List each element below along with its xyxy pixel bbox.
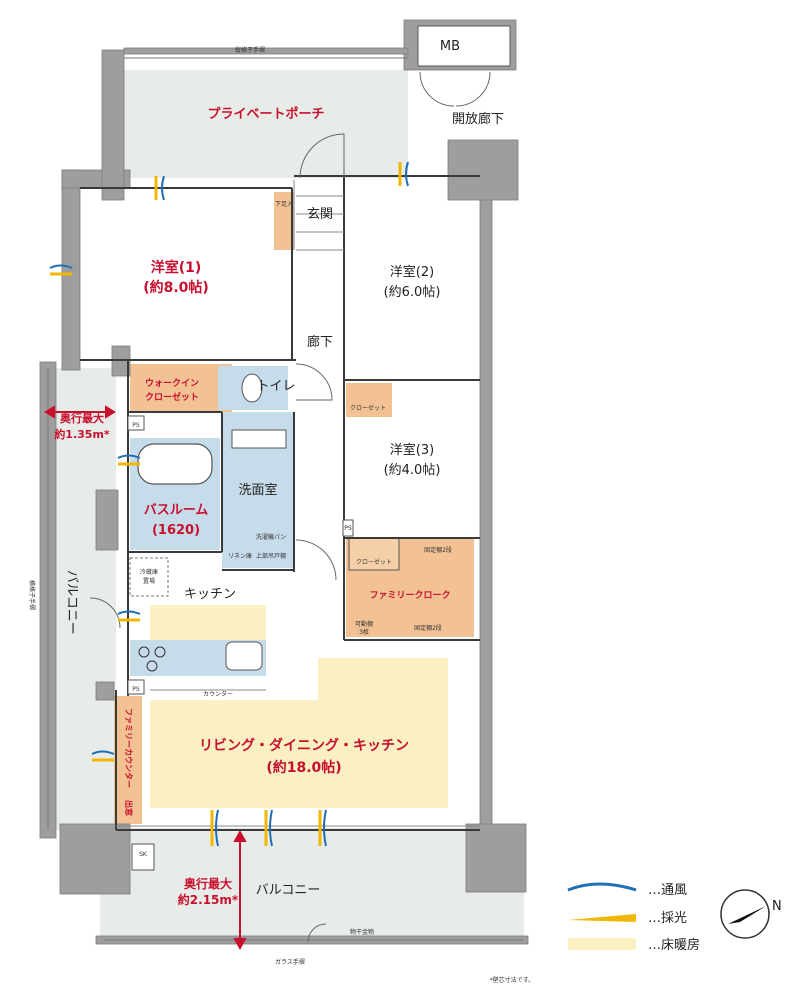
bathtub-icon [137, 443, 213, 485]
western1-size: (約8.0帖) [143, 279, 209, 296]
mb-label: MB [440, 39, 460, 54]
south-balcony-area [100, 828, 524, 944]
bath-name: バスルーム [144, 503, 209, 518]
linen-label: リネン庫 [228, 552, 252, 560]
top-rail-label: 縦格子手摺 [235, 46, 265, 54]
toilet-label: トイレ [256, 379, 295, 394]
shoe-box [274, 192, 294, 250]
family-counter [114, 696, 142, 824]
family-cloak-label: ファミリークローク [369, 590, 450, 601]
compass-icon: N [720, 889, 782, 939]
depth-west-line2: 約1.35m* [54, 427, 110, 441]
light-legend-icon [568, 914, 636, 922]
walkin-line1: ウォークイン [145, 378, 199, 389]
fridge-line2: 置場 [143, 577, 155, 585]
footnote: *壁芯寸法です。 [490, 976, 534, 984]
stove-icon [138, 646, 166, 672]
fridge-space [129, 557, 169, 597]
upper-cabinet-label: 上部吊戸棚 [256, 552, 286, 560]
open-corridor-label: 開放廊下 [452, 111, 504, 127]
fixed-shelf-2: 固定棚2段 [414, 624, 442, 632]
ldk-name: リビング・ダイニング・キッチン [199, 737, 409, 754]
western2-size: (約6.0帖) [384, 285, 441, 300]
toilet-icon [241, 373, 263, 403]
fridge-line1: 冷蔵庫 [140, 568, 158, 576]
depth-west-line1: 奥行最大 [59, 411, 104, 425]
west-balcony-label: バルコニー [64, 570, 79, 635]
walkin-line2: クローゼット [145, 391, 199, 403]
western3-name: 洋室(3) [390, 442, 434, 458]
legend-light: …採光 [648, 911, 687, 926]
glass-rail-label: ガラス手摺 [275, 958, 305, 966]
legend-floor-heating: …床暖房 [648, 937, 700, 953]
western3-size: (約4.0帖) [384, 463, 441, 478]
depth-south-line2: 約2.15m* [178, 892, 239, 907]
sk-label: SK [139, 851, 148, 858]
drying-hardware-label: 物干金物 [350, 928, 374, 936]
sink-icon [231, 429, 287, 449]
laundry-pan-label: 洗濯機パン [256, 533, 286, 541]
closet3-label: クローゼット [356, 558, 392, 566]
kitchen-floor-heating [150, 605, 266, 640]
compass-north: N [772, 899, 782, 914]
bay-window-label: 出窓 [124, 800, 134, 816]
western2-name: 洋室(2) [390, 264, 434, 280]
entrance-label: 玄関 [307, 207, 333, 222]
walkin-closet [130, 364, 214, 412]
wind-legend-icon [567, 882, 637, 892]
kitchen-sink-icon [225, 641, 263, 671]
closet2-label: クローゼット [350, 404, 386, 412]
ps-label-2: PS [344, 525, 352, 532]
ps-label-3: PS [132, 686, 140, 693]
west-balcony-area [48, 368, 116, 830]
counter-label: カウンター [203, 690, 233, 698]
south-balcony-label: バルコニー [256, 883, 321, 898]
ps-label-1: PS [132, 422, 140, 429]
kitchen-label: キッチン [184, 587, 236, 602]
closet-2 [346, 383, 392, 417]
floor-heating-legend-swatch [568, 938, 636, 950]
washroom-label: 洗面室 [238, 482, 277, 498]
bath-size: (1620) [152, 523, 200, 538]
ldk-floor-heating [150, 658, 448, 808]
legend: …通風 …採光 …床暖房 [567, 882, 700, 953]
western1-name: 洋室(1) [151, 259, 202, 276]
porch-area [124, 70, 408, 178]
depth-south-line1: 奥行最大 [184, 876, 232, 891]
porch-label: プライベートポーチ [207, 106, 324, 122]
hallway-label: 廊下 [307, 334, 333, 350]
side-rail-label: 横格子手摺 [28, 580, 36, 610]
movable-shelf-line2: 3枚 [359, 628, 369, 636]
movable-shelf-line1: 可動棚 [355, 620, 373, 628]
fixed-shelf-1: 固定棚2段 [424, 546, 452, 554]
legend-wind: …通風 [648, 883, 687, 898]
wind-light-markers [49, 161, 409, 847]
ldk-size: (約18.0帖) [266, 759, 341, 776]
family-counter-label: ファミリーカウンター [124, 708, 134, 788]
shoe-box-label: 下足入 [275, 201, 293, 208]
